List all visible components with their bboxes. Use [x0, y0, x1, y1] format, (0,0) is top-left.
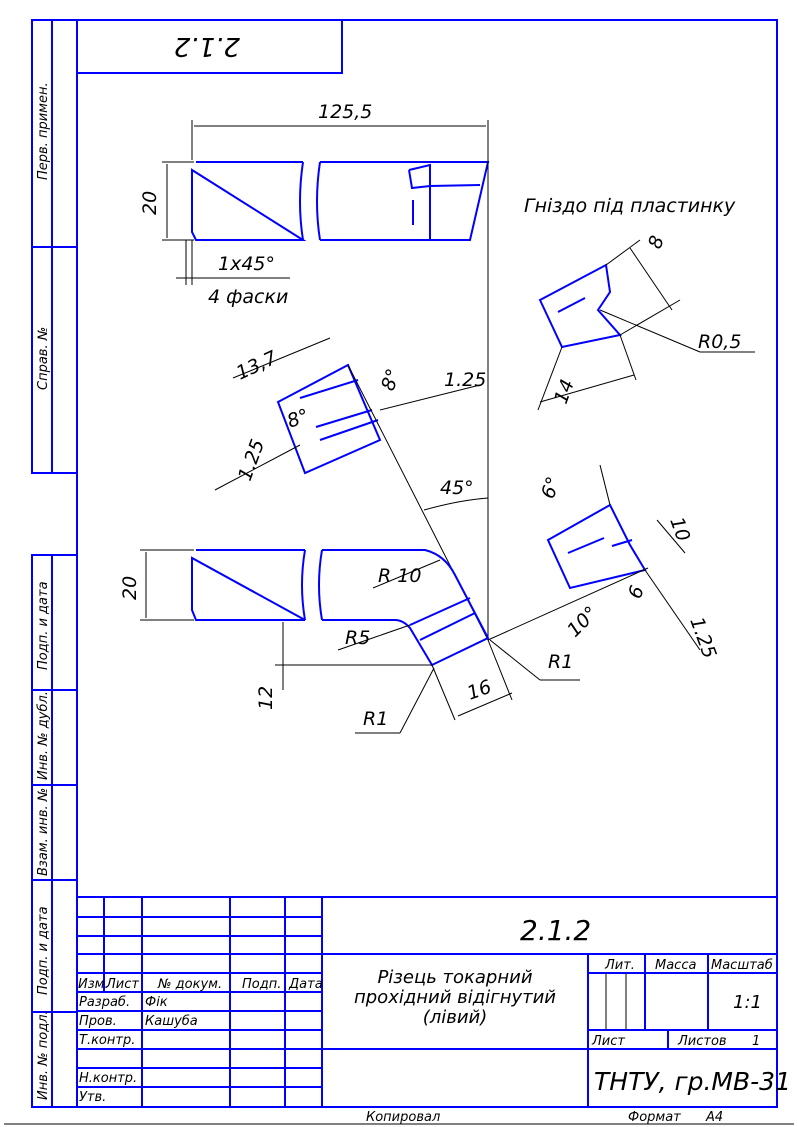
svg-text:Утв.: Утв.: [79, 1090, 106, 1105]
insert-view: 6° 10 6 10° 1.25: [487, 464, 720, 661]
svg-text:1.25: 1.25: [685, 614, 720, 661]
svg-text:10°: 10°: [563, 602, 602, 641]
svg-text:R1: R1: [548, 651, 573, 673]
title-block: 2.1.2 Різець токарний прохідний відігнут…: [4, 896, 794, 1125]
strip-label: Инв. № подл.: [36, 1010, 51, 1100]
svg-text:Листов: Листов: [677, 1034, 727, 1049]
svg-text:13,7: 13,7: [233, 347, 281, 385]
strip-label: Инв. № дубл.: [36, 691, 51, 780]
title-name: прохідний відігнутий: [354, 987, 556, 1008]
strip-label: Справ. №: [36, 327, 51, 390]
svg-text:R0,5: R0,5: [698, 331, 741, 353]
title-name: Різець токарний: [377, 967, 532, 988]
svg-text:R 10: R 10: [378, 565, 421, 587]
svg-text:Фік: Фік: [145, 995, 168, 1010]
svg-text:Изм.: Изм.: [78, 977, 109, 992]
svg-text:14: 14: [550, 376, 579, 406]
plan-view: 20 R 10 R5 R1 R1 12 16: [119, 549, 580, 734]
svg-text:Лит.: Лит.: [604, 958, 635, 973]
svg-text:12: 12: [255, 686, 277, 710]
drawing-frame: [76, 19, 778, 1108]
socket-detail: Гніздо під пластинку 8 R0,5 14: [524, 195, 755, 411]
svg-text:2.1.2: 2.1.2: [174, 31, 240, 61]
title-name: (лівий): [423, 1007, 488, 1028]
svg-text:Н.контр.: Н.контр.: [79, 1071, 137, 1086]
svg-text:1:1: 1:1: [733, 992, 762, 1013]
strip-label: Перв. примен.: [36, 82, 51, 180]
top-view: 125,5 20 1x45° 4 фаски: [139, 101, 490, 640]
svg-text:Разраб.: Разраб.: [79, 995, 130, 1010]
svg-text:16: 16: [464, 676, 494, 705]
svg-text:6: 6: [624, 583, 649, 602]
socket-title: Гніздо під пластинку: [524, 195, 736, 217]
svg-text:1.25: 1.25: [234, 436, 269, 483]
svg-text:№ докум.: № докум.: [157, 977, 222, 992]
svg-text:Лист: Лист: [591, 1034, 625, 1049]
svg-text:Масса: Масса: [655, 958, 696, 973]
section-view: 13,7 8° 8° 1.25 1.25 45°: [214, 337, 489, 641]
svg-text:Т.контр.: Т.контр.: [79, 1033, 135, 1048]
strip-label: Взам. инв. №: [36, 788, 51, 876]
dim-height: 20: [139, 191, 161, 215]
inverted-number-box: 2.1.2: [76, 19, 343, 74]
dim-length: 125,5: [318, 101, 372, 123]
svg-text:R5: R5: [345, 627, 370, 649]
svg-text:А4: А4: [705, 1110, 723, 1125]
strip-label: Подп. и дата: [36, 581, 51, 670]
chamfers-note: 4 фаски: [208, 286, 288, 308]
svg-text:6°: 6°: [537, 474, 565, 502]
svg-text:8: 8: [644, 233, 669, 252]
svg-text:Подп.: Подп.: [242, 977, 281, 992]
svg-text:Формат: Формат: [628, 1110, 681, 1125]
svg-text:1.25: 1.25: [444, 369, 486, 391]
svg-text:R1: R1: [363, 708, 388, 730]
svg-text:45°: 45°: [440, 477, 474, 499]
svg-text:Масштаб: Масштаб: [711, 958, 773, 973]
svg-text:20: 20: [119, 576, 141, 600]
svg-text:Копировал: Копировал: [366, 1110, 440, 1125]
svg-text:Кашуба: Кашуба: [145, 1014, 198, 1029]
strip-label: Подп. и дата: [36, 906, 51, 995]
organization: ТНТУ, гр.МВ-31: [594, 1067, 791, 1096]
svg-text:10: 10: [665, 514, 694, 544]
svg-text:Пров.: Пров.: [79, 1014, 117, 1029]
svg-text:Дата: Дата: [288, 977, 323, 992]
svg-text:8°: 8°: [377, 366, 405, 394]
side-strip: Перв. примен. Справ. № Подп. и дата Инв.…: [31, 19, 78, 1108]
svg-text:Лист: Лист: [105, 977, 139, 992]
svg-text:1: 1: [752, 1034, 760, 1049]
chamfer-label: 1x45°: [218, 253, 275, 275]
title-number: 2.1.2: [520, 914, 591, 947]
